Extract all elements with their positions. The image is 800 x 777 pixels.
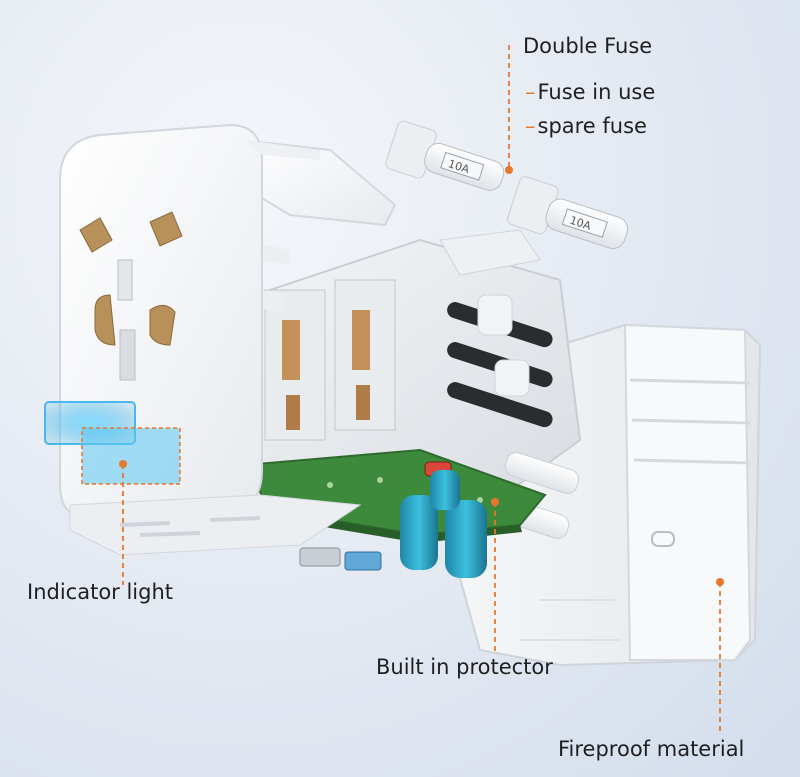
leader-dots bbox=[119, 166, 724, 586]
spare-fuse-dash: – bbox=[525, 114, 536, 138]
label-double-fuse: Double Fuse bbox=[523, 34, 653, 58]
spare-fuse-text: spare fuse bbox=[537, 114, 647, 138]
indicator-light-glow bbox=[44, 401, 181, 485]
label-fuse-in-use: –Fuse in use bbox=[525, 82, 655, 103]
front-housing bbox=[44, 123, 362, 556]
dot-built-in-protector bbox=[491, 498, 499, 506]
label-indicator-light: Indicator light bbox=[27, 580, 174, 604]
label-spare-fuse: –spare fuse bbox=[525, 116, 647, 137]
dot-indicator-light bbox=[119, 460, 127, 468]
fuse-rating-spare: 10A bbox=[568, 214, 593, 233]
dot-fireproof-material bbox=[716, 578, 724, 586]
inner-frame bbox=[239, 229, 582, 539]
label-built-in-protector: Built in protector bbox=[376, 655, 553, 679]
capacitors bbox=[400, 470, 487, 578]
black-pins bbox=[447, 294, 553, 428]
double-fuse-group: 10A 10A bbox=[385, 120, 629, 250]
dot-double-fuse bbox=[505, 166, 513, 174]
universal-socket bbox=[79, 211, 183, 381]
label-fireproof-material: Fireproof material bbox=[558, 737, 745, 761]
fuse-rating-in-use: 10A bbox=[447, 157, 472, 176]
fuse-in-use-text: Fuse in use bbox=[537, 80, 656, 104]
leader-lines bbox=[122, 45, 721, 735]
fuse-in-use-dash: – bbox=[525, 80, 536, 104]
